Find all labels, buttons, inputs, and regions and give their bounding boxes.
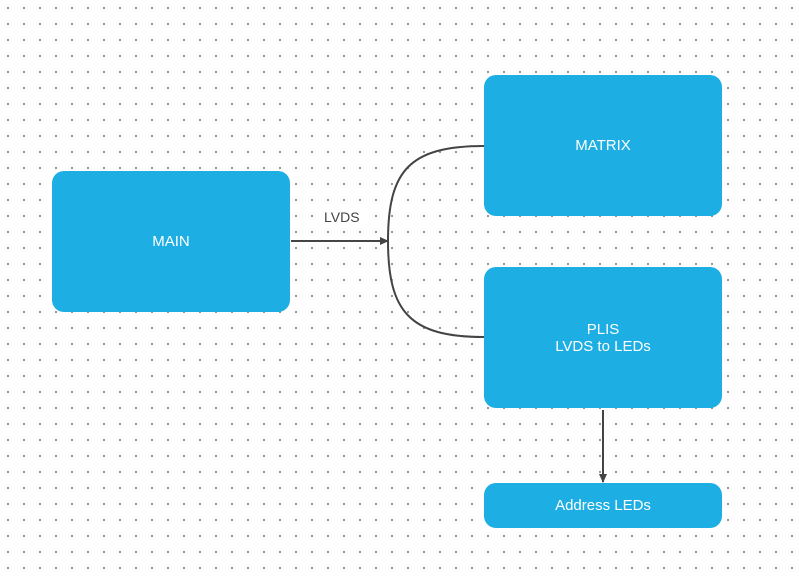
node-matrix-label: MATRIX xyxy=(575,137,631,154)
node-plis-subtitle: LVDS to LEDs xyxy=(555,337,651,355)
node-plis[interactable]: PLIS LVDS to LEDs xyxy=(484,267,722,408)
node-address-leds-label: Address LEDs xyxy=(555,497,651,514)
node-matrix[interactable]: MATRIX xyxy=(484,75,722,216)
node-main-label: MAIN xyxy=(152,233,190,250)
node-address-leds[interactable]: Address LEDs xyxy=(484,483,722,528)
edge-junction-to-matrix xyxy=(387,145,485,242)
node-plis-title: PLIS xyxy=(586,320,620,338)
edge-label-lvds: LVDS xyxy=(322,209,362,225)
node-main[interactable]: MAIN xyxy=(52,171,290,312)
edge-junction-to-plis xyxy=(387,240,485,338)
